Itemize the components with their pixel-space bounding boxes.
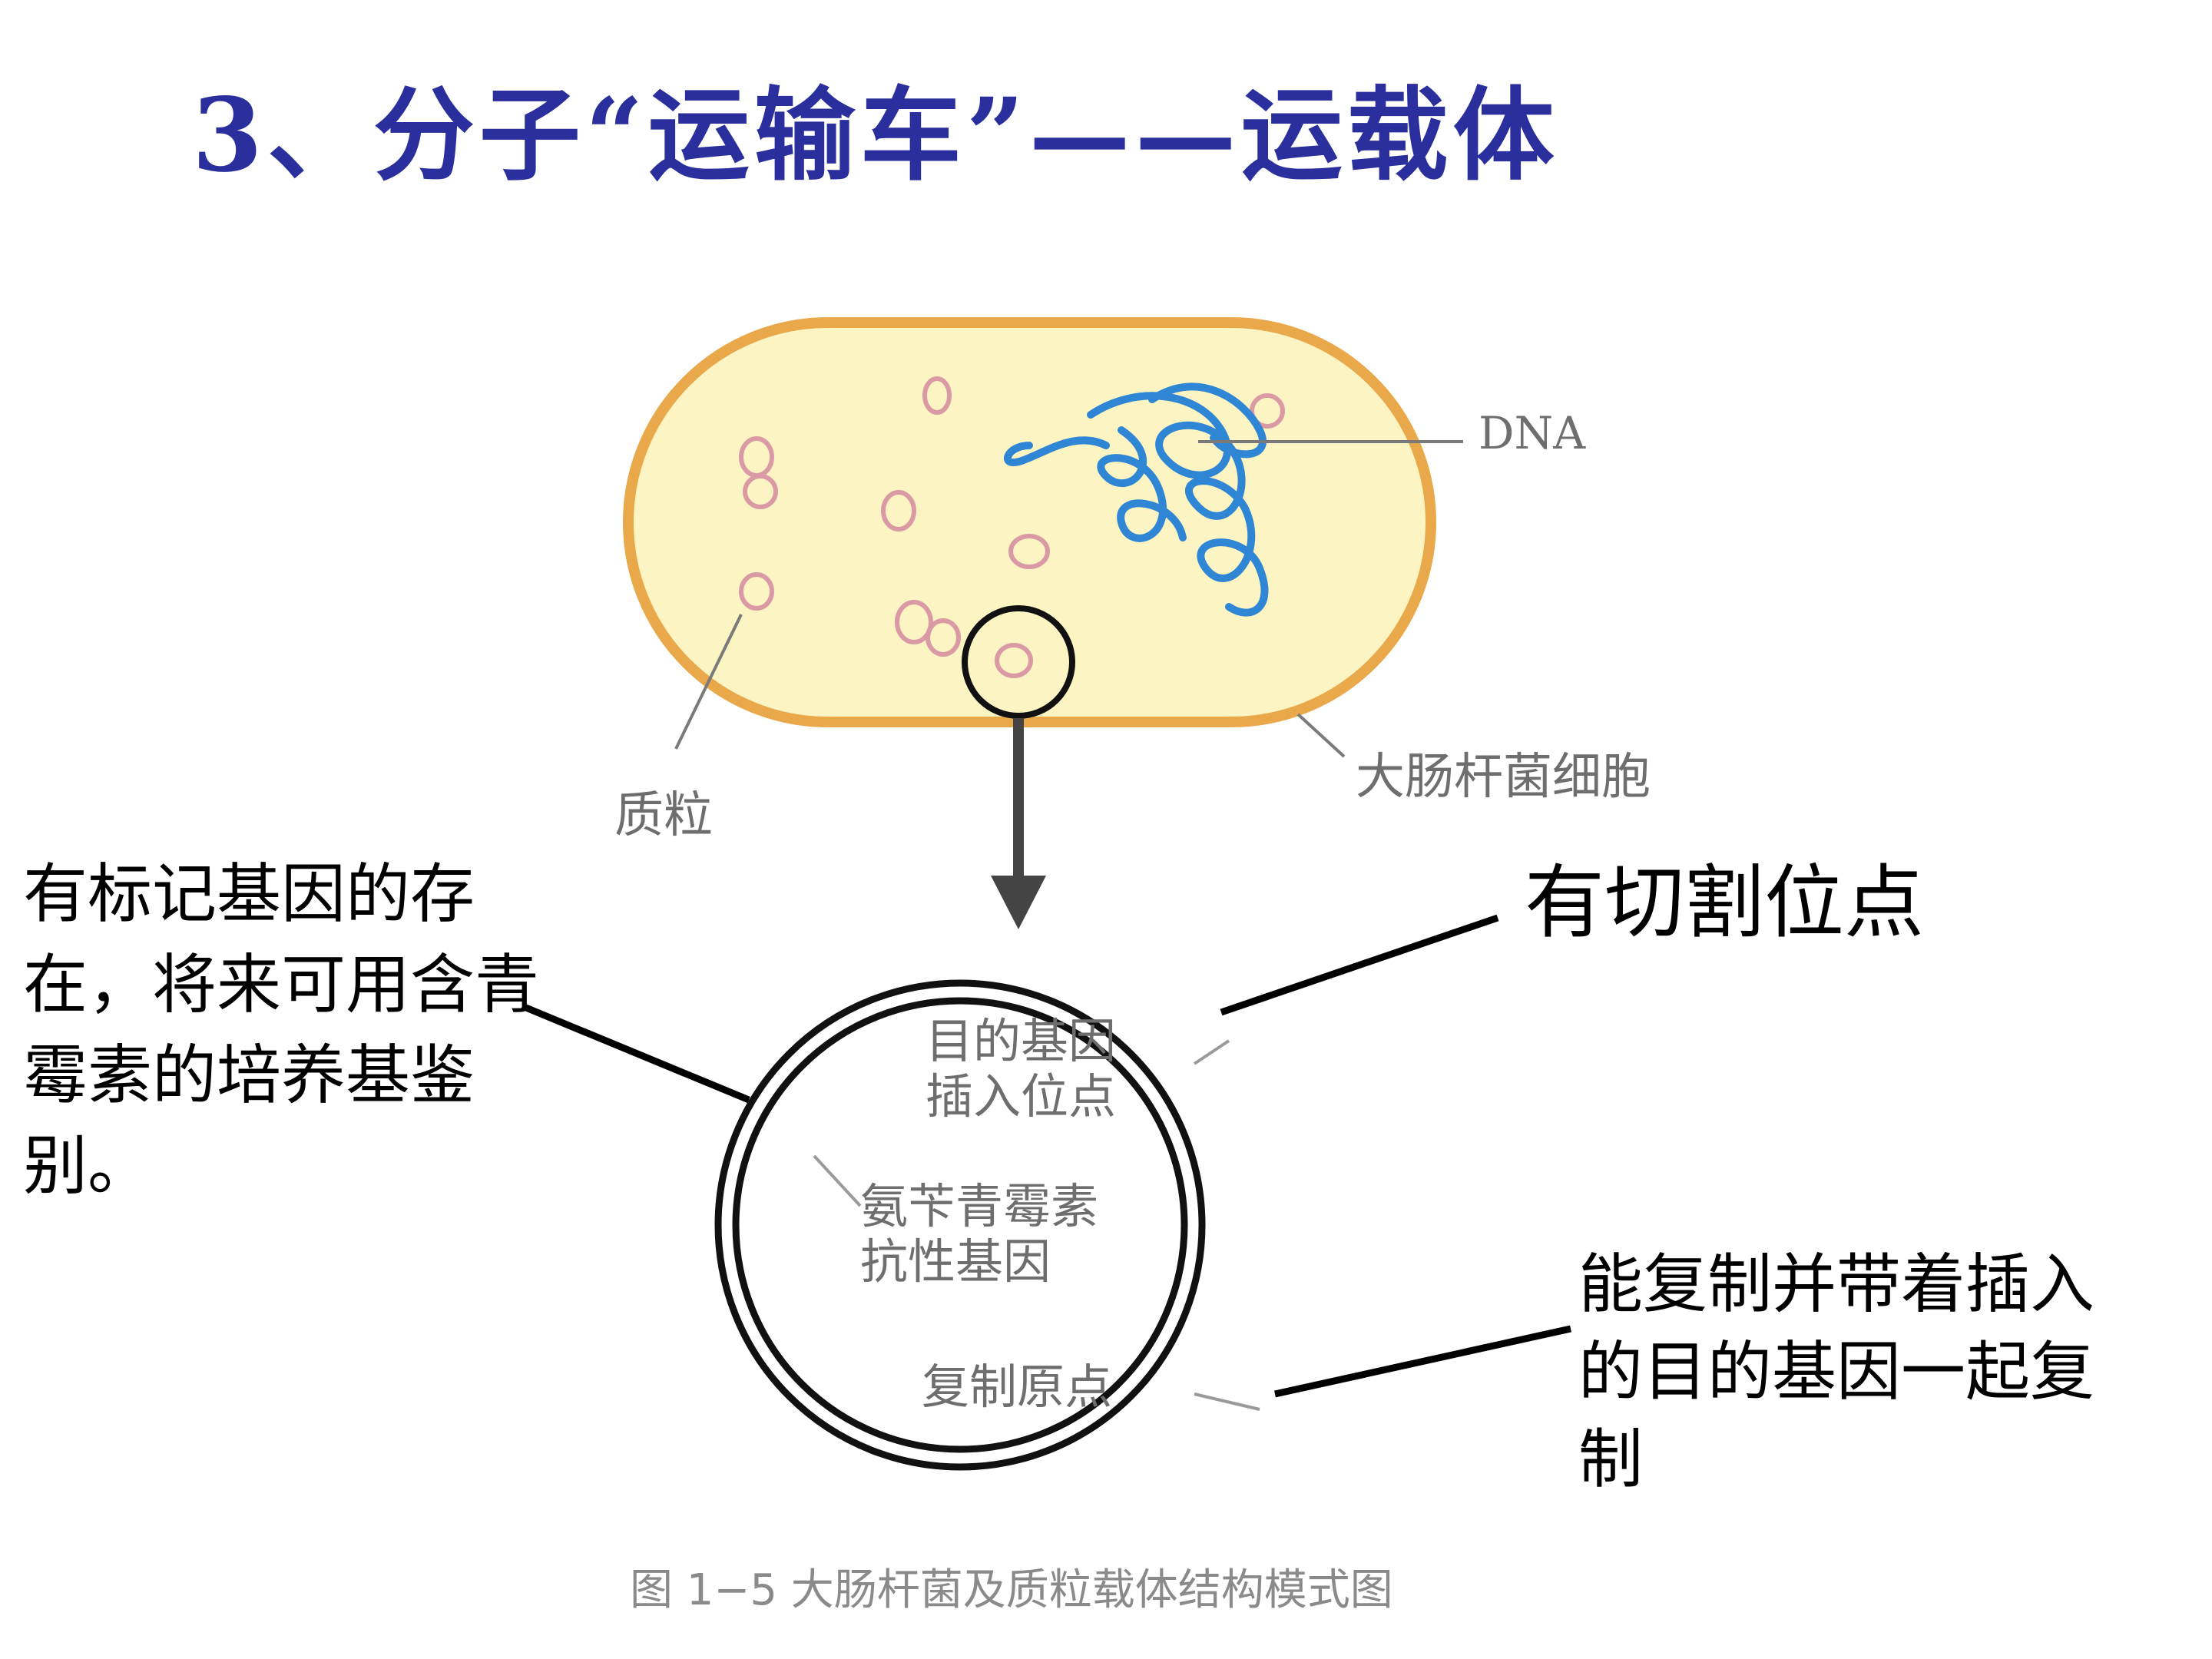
marker-callout-line (521, 1002, 750, 1104)
plasmid-ring-outer (714, 979, 1206, 1471)
plasmid-label: 质粒 (614, 787, 713, 844)
amp-resistance-line-1: 氨苄青霉素 (860, 1178, 1099, 1234)
bacterium-cell (623, 317, 1436, 727)
amp-resistance-label: 氨苄青霉素 抗性基因 (860, 1179, 1098, 1290)
insertion-site-line-2: 插入位点 (926, 1068, 1117, 1124)
marker-gene-note: 有标记基因的存在，将来可用含青霉素的培养基鉴别。 (23, 856, 540, 1204)
replication-callout-line (1274, 1325, 1571, 1398)
origin-label: 复制原点 (922, 1359, 1113, 1415)
down-arrow (991, 876, 1046, 929)
replication-note: 能复制并带着插入的目的基因一起复制 (1578, 1247, 2095, 1497)
cut-site-callout-line (1220, 914, 1499, 1016)
cut-site-note: 有切割位点 (1525, 856, 1925, 949)
nucleoid-dna (1003, 382, 1269, 617)
insertion-site-line-1: 目的基因 (926, 1013, 1117, 1069)
ecoli-cell-label: 大肠杆菌细胞 (1356, 749, 1651, 806)
plasmid-ring-inner (732, 997, 1188, 1453)
highlight-circle (962, 605, 1075, 719)
page-title: 3、分子“运输车”——运载体 (192, 76, 1559, 195)
dna-label: DNA (1479, 407, 1586, 459)
figure-caption: 图 1−5 大肠杆菌及质粒载体结构模式图 (630, 1565, 1393, 1615)
insertion-site-label: 目的基因 插入位点 (926, 1014, 1116, 1124)
plasmids (739, 376, 1285, 678)
amp-resistance-line-2: 抗性基因 (860, 1233, 1051, 1290)
